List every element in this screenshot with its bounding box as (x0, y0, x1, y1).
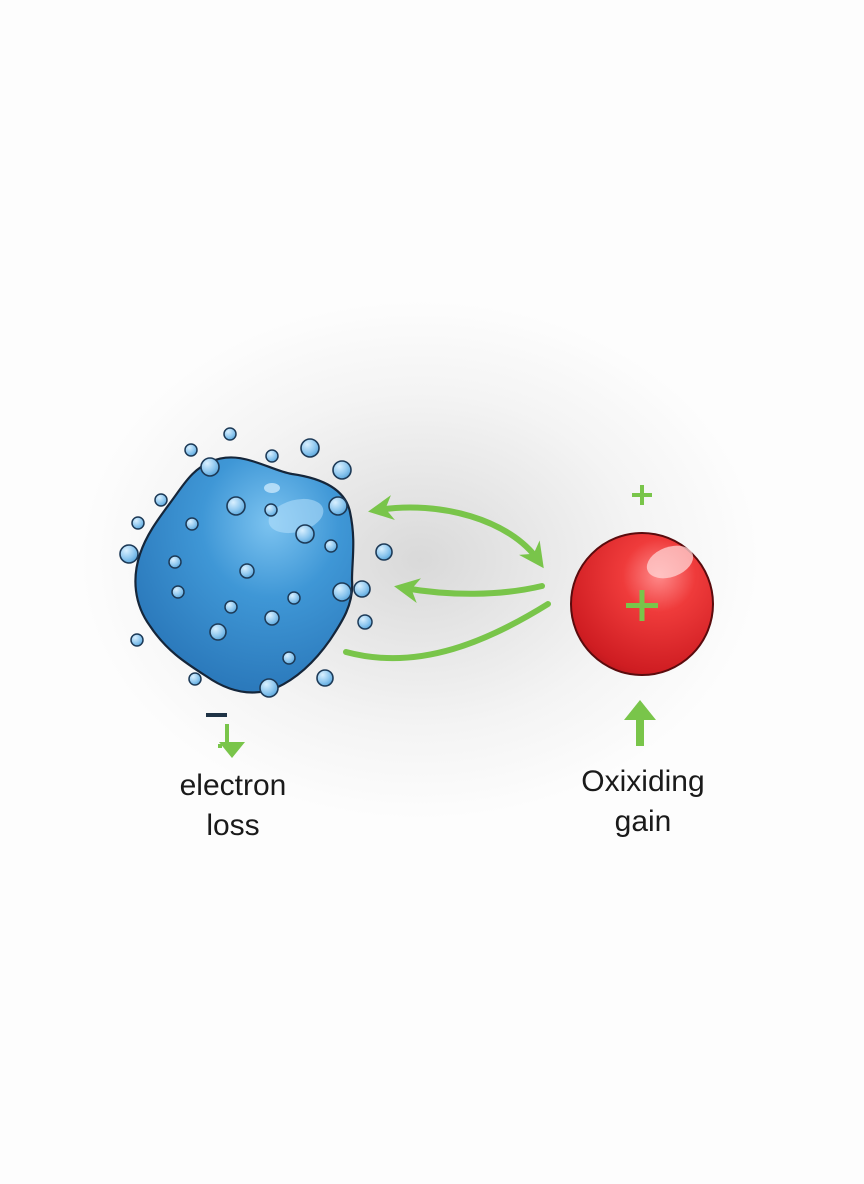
electron (185, 517, 199, 531)
arrow-up-icon (624, 700, 656, 746)
electron-loss-label: electron loss (153, 766, 313, 846)
transfer-curve (343, 601, 551, 662)
oxidizing-gain-label-line1: Oxixiding (581, 765, 705, 798)
blob-highlight-small (264, 483, 280, 493)
oxidizing-gain-label-line2: gain (614, 805, 672, 838)
blob-highlight (268, 498, 324, 534)
electron (300, 438, 320, 458)
electron (316, 669, 334, 687)
electron (188, 672, 202, 686)
electrons (119, 427, 393, 698)
electron (287, 591, 301, 605)
electron (357, 614, 373, 630)
electron (223, 427, 237, 441)
electron (226, 496, 246, 516)
electron (239, 563, 255, 579)
electron (184, 443, 198, 457)
ion-highlight (646, 545, 694, 579)
plus-sign-on-ion (626, 590, 658, 621)
electron-loss-label-line2: loss (206, 809, 260, 842)
electron (353, 580, 371, 598)
electron (154, 493, 168, 507)
charge-signs (206, 485, 658, 717)
electron (171, 585, 185, 599)
transfer-arrows (343, 495, 551, 662)
oxidizing-gain-label: Oxixiding gain (548, 762, 738, 842)
electron (264, 610, 280, 626)
electron (282, 651, 296, 665)
electron (328, 496, 348, 516)
return-arrow (394, 578, 545, 604)
electron (295, 524, 315, 544)
electron (265, 449, 279, 463)
electron (200, 457, 220, 477)
electron (264, 503, 278, 517)
electron (259, 678, 279, 698)
double-headed-arrow (368, 495, 544, 569)
electron (119, 544, 139, 564)
electron-loss-label-line1: electron (179, 769, 287, 802)
electron (332, 582, 352, 602)
electron (131, 516, 145, 530)
electron (332, 460, 352, 480)
electron (375, 543, 393, 561)
electron (224, 600, 238, 614)
arrow-down-icon (218, 724, 245, 758)
electron (209, 623, 227, 641)
electron (324, 539, 338, 553)
electron (130, 633, 144, 647)
electron (168, 555, 182, 569)
minus-sign (206, 713, 227, 717)
plus-sign-above (632, 485, 652, 505)
